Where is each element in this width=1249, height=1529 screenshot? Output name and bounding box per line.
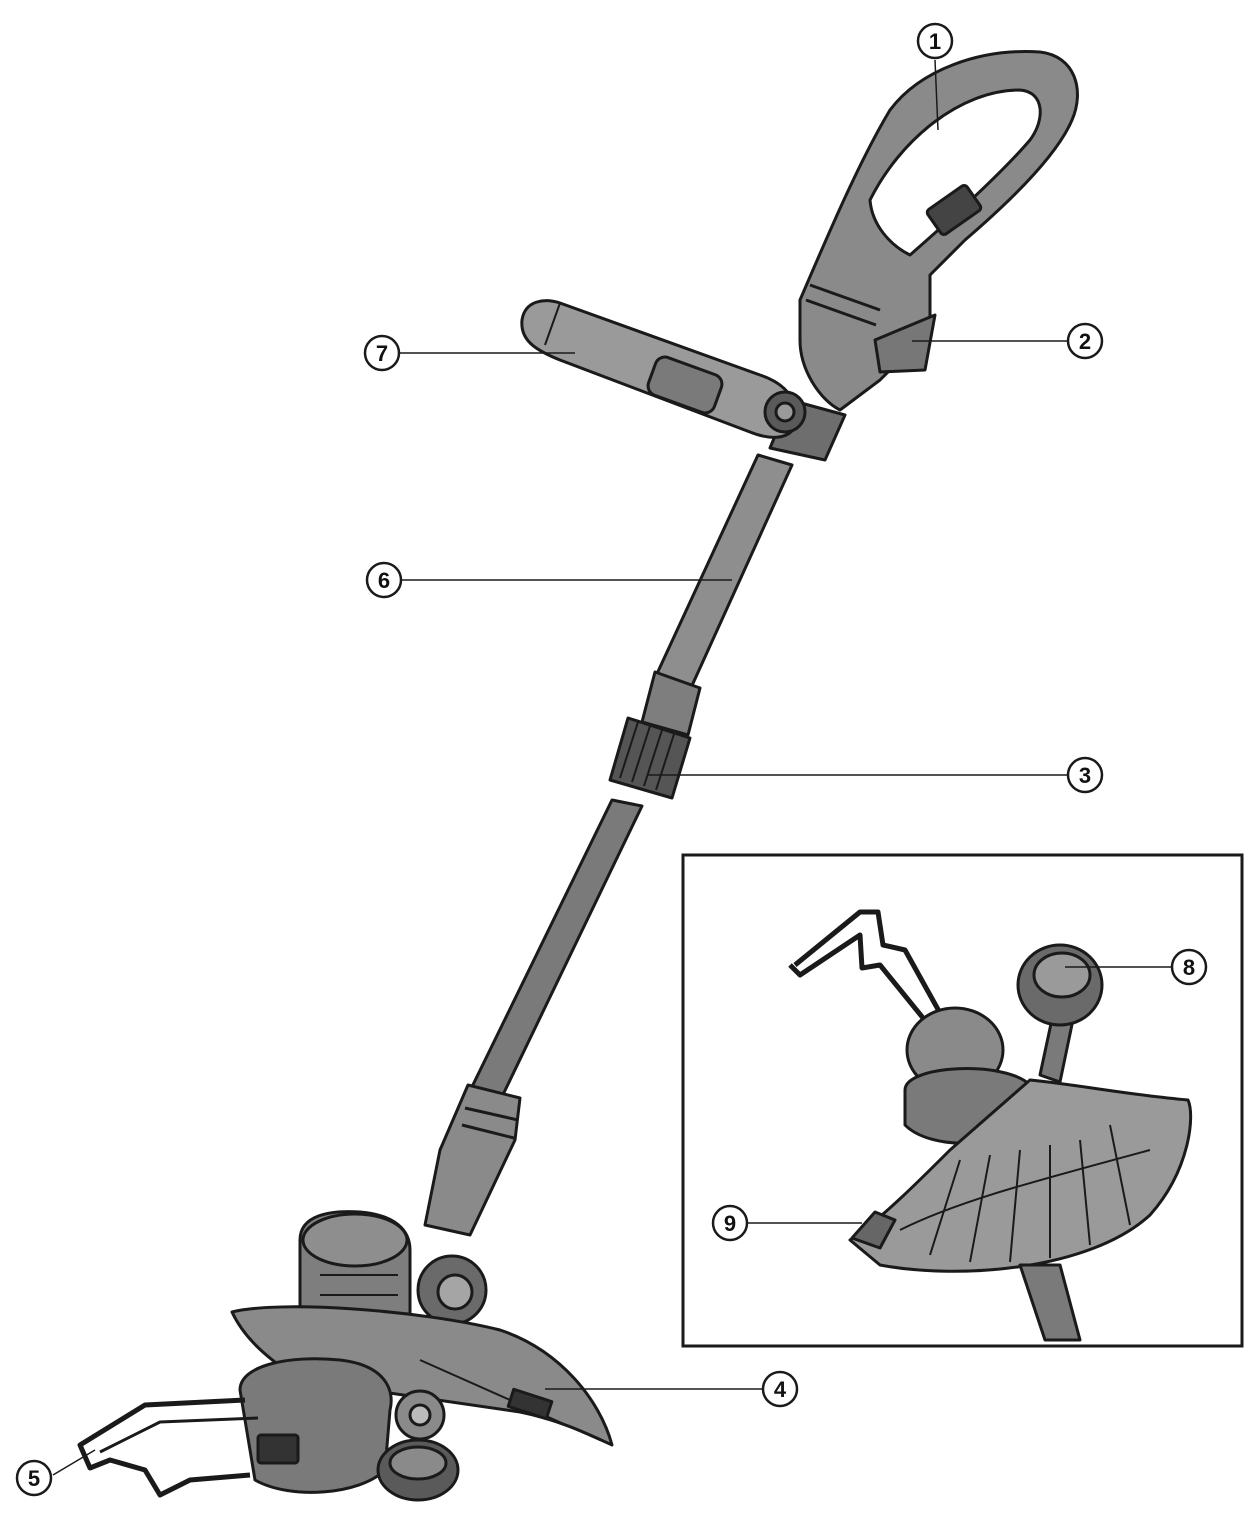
callout-6-label: 6	[378, 568, 390, 593]
inset-detail-view	[681, 853, 1244, 1348]
callout-3: 3	[1066, 756, 1104, 794]
line-cutting-blade	[850, 1210, 897, 1250]
lower-shaft	[466, 798, 644, 1107]
callout-1-label: 1	[929, 29, 941, 54]
callout-6: 6	[365, 561, 403, 599]
inset-plant-guard	[788, 909, 958, 1047]
callout-9-label: 9	[724, 1211, 736, 1236]
callout-9: 9	[711, 1204, 749, 1242]
leader-line-1	[934, 59, 939, 131]
leader-line-5	[52, 1449, 96, 1476]
callout-5: 5	[15, 1459, 53, 1497]
callout-5-label: 5	[28, 1466, 40, 1491]
collar-lock	[608, 716, 692, 800]
callout-3-label: 3	[1079, 763, 1091, 788]
callout-1: 1	[916, 22, 954, 60]
callout-7-label: 7	[376, 341, 388, 366]
callout-8-label: 8	[1183, 955, 1195, 980]
callout-2: 2	[1066, 322, 1104, 360]
callout-2-label: 2	[1079, 329, 1091, 354]
callout-8: 8	[1170, 948, 1208, 986]
lower-shaft-housing	[423, 1083, 522, 1237]
callout-markers: 1 2 3 4 5 6 7 8	[15, 22, 1208, 1497]
upper-shaft	[653, 453, 794, 692]
handle-grip-hole	[868, 88, 1042, 257]
telescoping-sleeve	[640, 670, 702, 737]
motor-cap	[301, 1212, 409, 1268]
callout-4: 4	[761, 1370, 799, 1408]
trigger-switch	[873, 313, 937, 374]
callout-4-label: 4	[774, 1377, 787, 1402]
plant-guard	[77, 1397, 251, 1498]
trimmer-illustration	[77, 50, 1079, 1502]
spool-housing	[238, 1357, 393, 1494]
callout-7: 7	[363, 334, 401, 372]
leader-lines	[52, 59, 1172, 1476]
